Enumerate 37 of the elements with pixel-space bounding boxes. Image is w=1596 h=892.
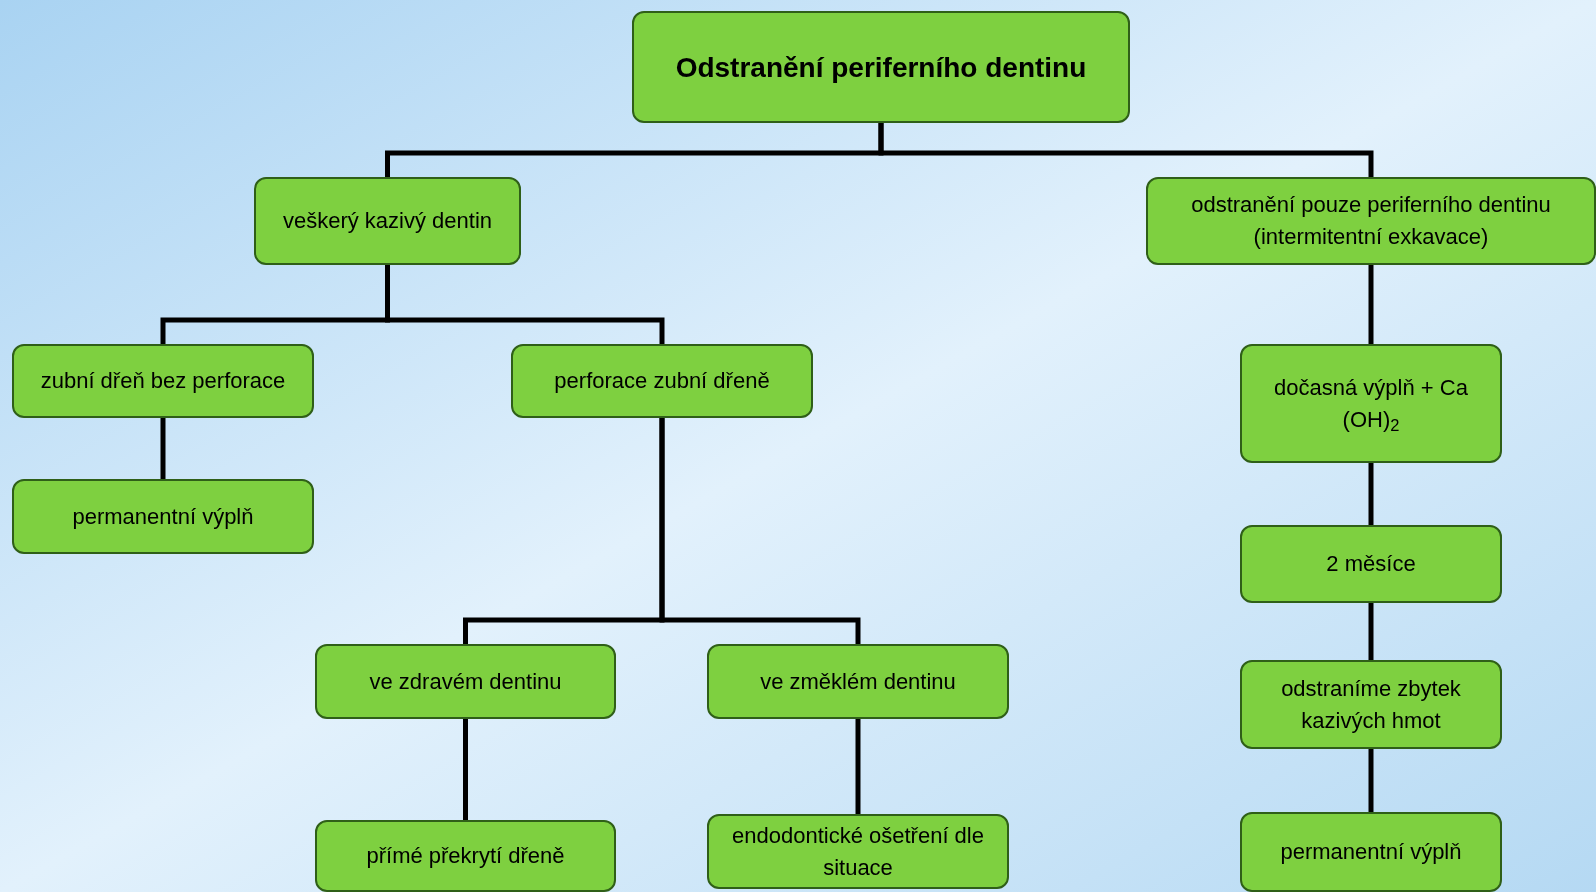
process-box — [12, 479, 314, 554]
connector-line — [659, 418, 861, 644]
process-box — [1240, 525, 1502, 603]
process-box — [707, 814, 1009, 889]
node-text: ve změklém dentinu — [760, 667, 956, 696]
node-text: dočasná výplň + Ca (OH)$_{2}$ — [1273, 373, 1469, 436]
connector-line — [878, 123, 1374, 177]
node-text: odstraníme zbytek kazivých hmot — [1280, 674, 1462, 735]
process-box — [315, 820, 616, 892]
connector-line — [1368, 265, 1374, 344]
process-box — [707, 644, 1009, 719]
process-box — [1240, 344, 1502, 463]
process-box — [315, 644, 616, 719]
node-text: permanentní výplň — [1280, 838, 1462, 867]
node-text: veškerý kazivý dentin — [282, 207, 493, 236]
connector-line — [1368, 463, 1374, 525]
node-text: permanentní výplň — [72, 502, 254, 531]
node-text: odstranění pouze periferního dentinu (intermitentní exkavace) — [1190, 191, 1552, 251]
connector-line — [160, 418, 166, 479]
process-box — [632, 11, 1130, 123]
node-text: zubní dřeň bez perforace — [40, 367, 286, 396]
connector-line — [463, 719, 468, 820]
node-text: perforace zubní dřeně — [554, 367, 770, 396]
connector-line — [855, 719, 861, 814]
node-text: 2 měsíce — [1326, 550, 1416, 579]
process-box — [1146, 177, 1596, 265]
process-box — [12, 344, 314, 418]
node-text: Odstranění periferního dentinu — [675, 50, 1087, 85]
process-box — [1240, 660, 1502, 749]
node-text: endodontické ošetření dle situace — [731, 821, 985, 882]
process-box — [254, 177, 521, 265]
process-box — [511, 344, 813, 418]
node-text: přímé překrytí dřeně — [366, 842, 565, 871]
connector-line — [1368, 603, 1374, 660]
node-text: ve zdravém dentinu — [369, 667, 562, 696]
connector-line — [1368, 749, 1374, 812]
process-box — [1240, 812, 1502, 892]
